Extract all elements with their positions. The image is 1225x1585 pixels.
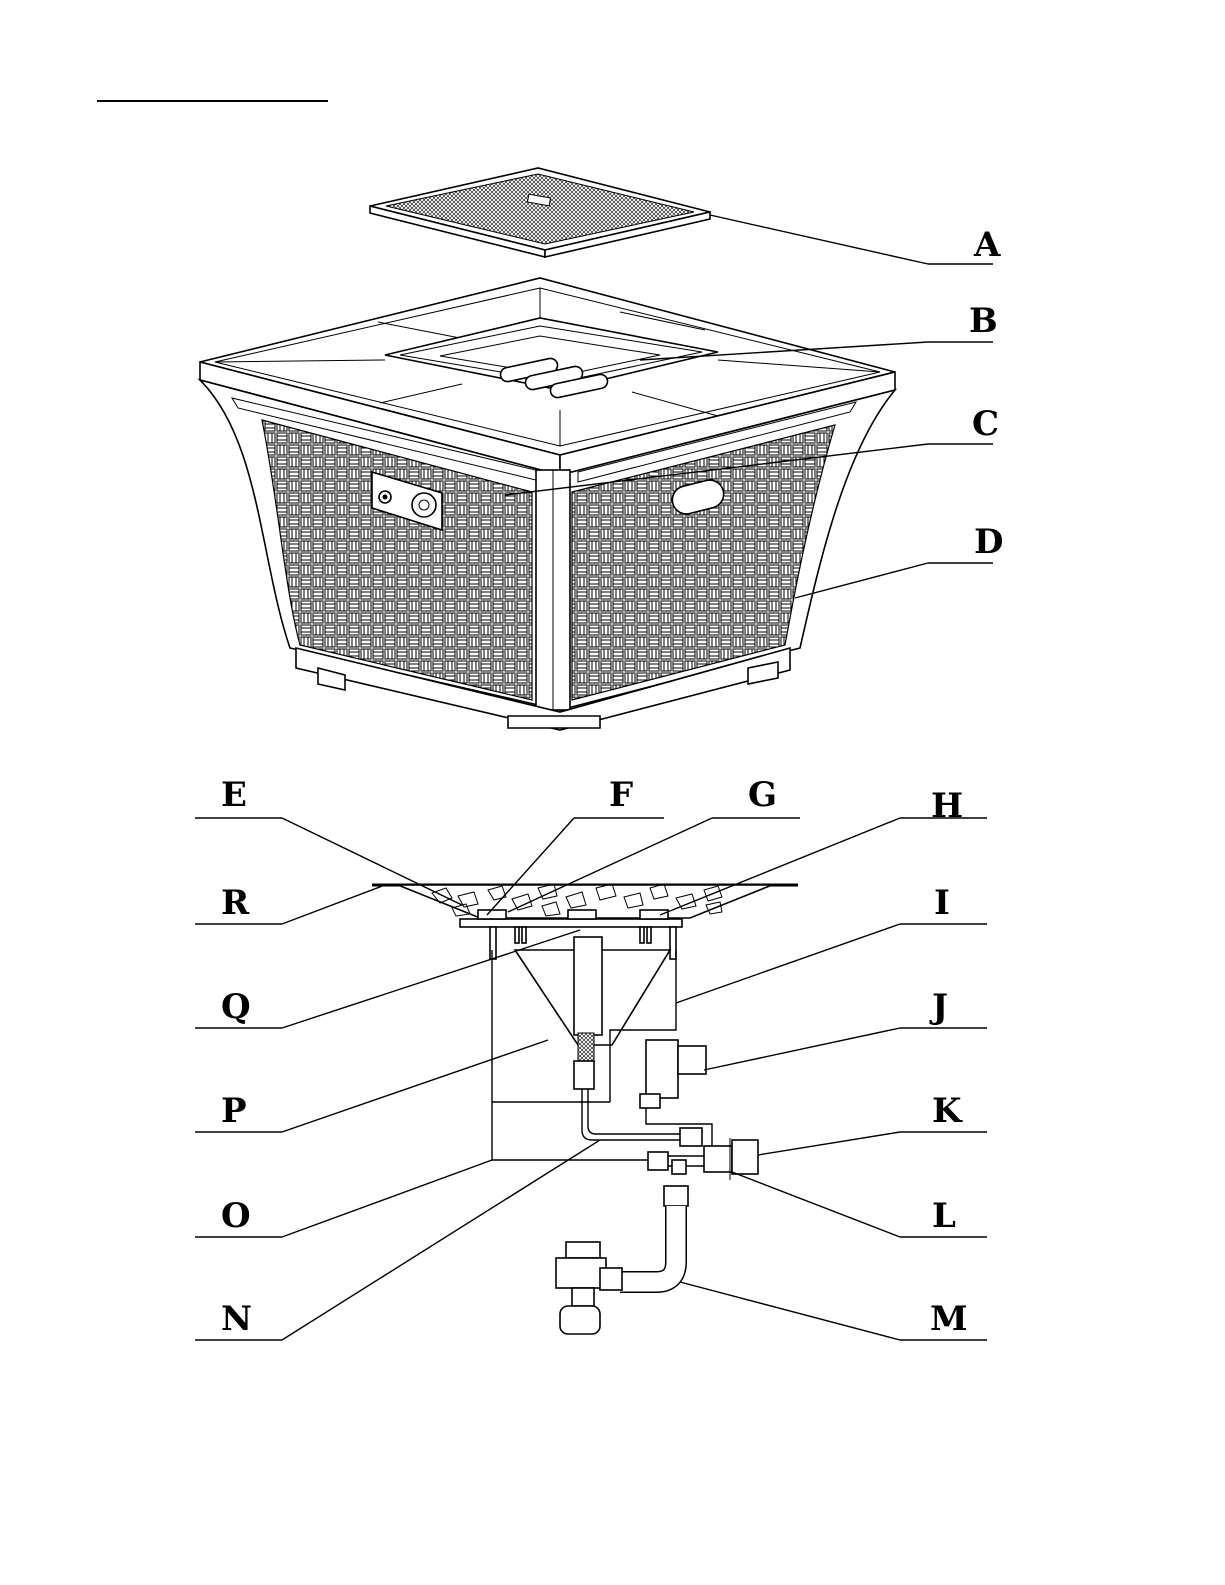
- label-n: N: [221, 1299, 252, 1339]
- label-r: R: [221, 883, 250, 923]
- label-q: Q: [221, 987, 251, 1027]
- label-a: A: [973, 225, 1001, 265]
- fire-pit-assembly: [200, 168, 895, 730]
- label-g: G: [748, 775, 777, 815]
- burner-section-view: [372, 884, 798, 1334]
- label-h: H: [931, 786, 963, 826]
- label-f: F: [609, 775, 633, 815]
- lid-cover: [370, 168, 710, 257]
- label-j: J: [929, 987, 948, 1027]
- label-o: O: [221, 1196, 251, 1236]
- label-c: C: [972, 404, 999, 444]
- label-k: K: [932, 1091, 963, 1131]
- label-i: I: [934, 883, 950, 923]
- label-m: M: [930, 1299, 968, 1339]
- label-d: D: [974, 522, 1003, 562]
- label-e: E: [221, 775, 247, 815]
- label-b: B: [969, 301, 998, 341]
- label-l: L: [932, 1196, 956, 1236]
- label-p: P: [221, 1091, 247, 1131]
